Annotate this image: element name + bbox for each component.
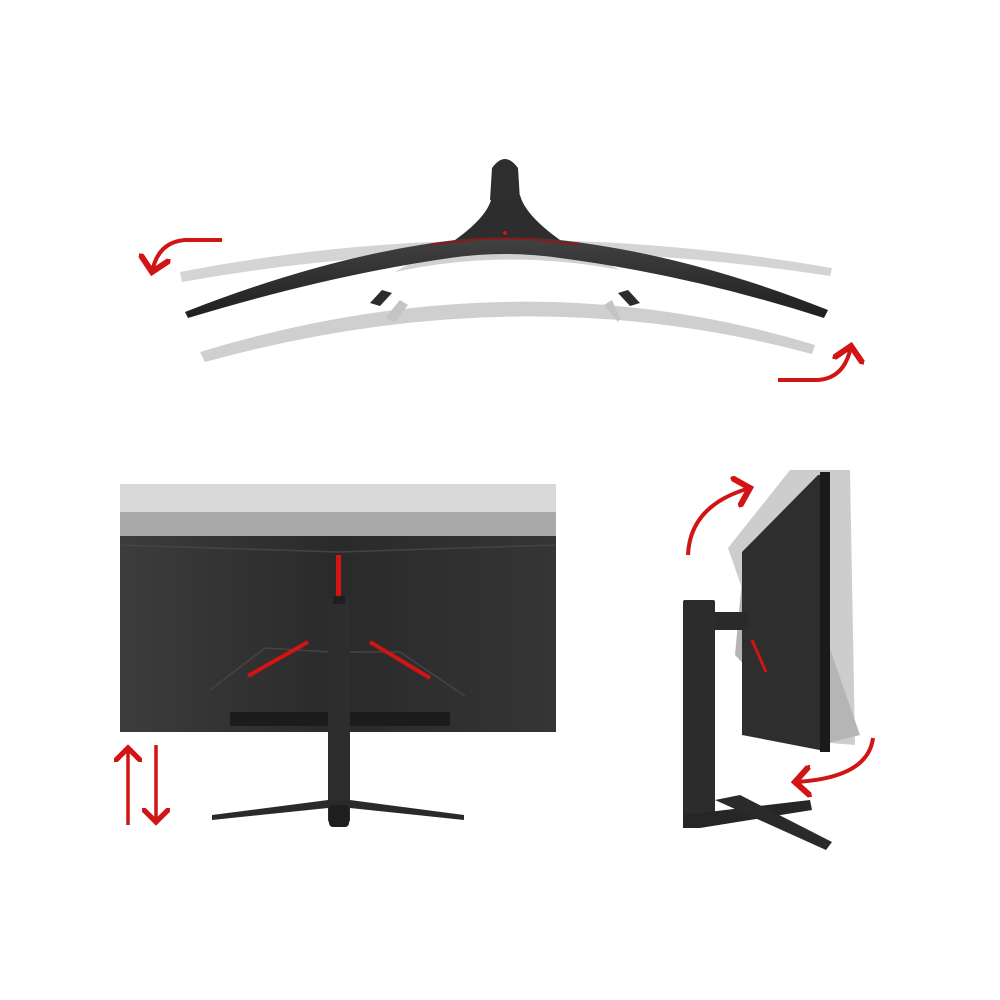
ghost-monitor-back	[180, 239, 832, 282]
ghost-stand-right	[604, 300, 620, 322]
red-accent-side	[750, 639, 768, 673]
stand-column-side	[683, 600, 715, 825]
stand-base-hub	[329, 805, 349, 827]
top-view-swivel	[152, 159, 851, 382]
monitor-top-spine	[455, 195, 560, 240]
side-view-tilt	[683, 470, 875, 850]
rear-view-height	[119, 484, 557, 827]
stand-leg-side	[715, 795, 832, 850]
stand-column-rear	[328, 598, 350, 823]
red-accent-top	[429, 237, 581, 246]
monitor-side-edge	[820, 472, 830, 752]
monitor-top-stand-column	[490, 159, 520, 200]
rear-panel-crease	[119, 544, 557, 553]
monitor-side-panel	[742, 475, 830, 752]
stand-foot-left	[370, 290, 392, 306]
red-accent-vertical	[336, 555, 341, 597]
stand-foot-right	[618, 290, 640, 306]
tilt-back-arrow-icon	[686, 488, 750, 556]
red-accent-right	[368, 640, 432, 680]
stand-base-rear	[212, 800, 464, 820]
red-dot-top	[503, 231, 507, 235]
stand-mount-arm	[712, 612, 748, 630]
swivel-right-arrow-icon	[778, 346, 851, 382]
stand-column-cap	[333, 596, 345, 604]
swivel-left-arrow-icon	[152, 238, 222, 272]
ghost-panel-high	[120, 484, 556, 514]
monitor-top-body	[185, 232, 828, 318]
tilt-forward-arrow-icon	[795, 737, 875, 782]
ghost-monitor-front	[200, 301, 815, 362]
ghost-stand-left	[385, 300, 408, 322]
ghost-panel-mid	[120, 512, 556, 538]
red-accent-left	[247, 640, 309, 678]
